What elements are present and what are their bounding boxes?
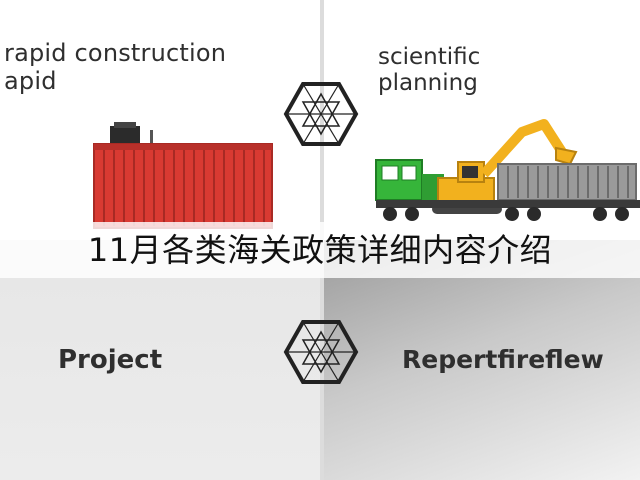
bottom-right-panel (324, 240, 640, 480)
repertfireflew-label: Repertfireflew (402, 345, 604, 374)
top-left-caption: rapid construction apid (4, 39, 227, 95)
shipping-container-icon (93, 122, 273, 229)
top-left-line-1: rapid construction (4, 39, 227, 67)
hexagon-star-icon (283, 320, 359, 384)
excavator-train-icon (375, 119, 640, 221)
top-right-caption: scientific planning (378, 44, 480, 97)
top-left-line-2: apid (4, 66, 57, 95)
top-right-line-1: scientific (378, 44, 481, 70)
title-banner (0, 222, 640, 278)
bottom-left-panel (0, 240, 320, 480)
project-label: Project (58, 345, 163, 375)
hexagon-star-icon (283, 82, 359, 146)
top-right-line-2: planning (378, 70, 478, 97)
banner-title: 11月各类海关政策详细内容介绍 (87, 231, 553, 269)
